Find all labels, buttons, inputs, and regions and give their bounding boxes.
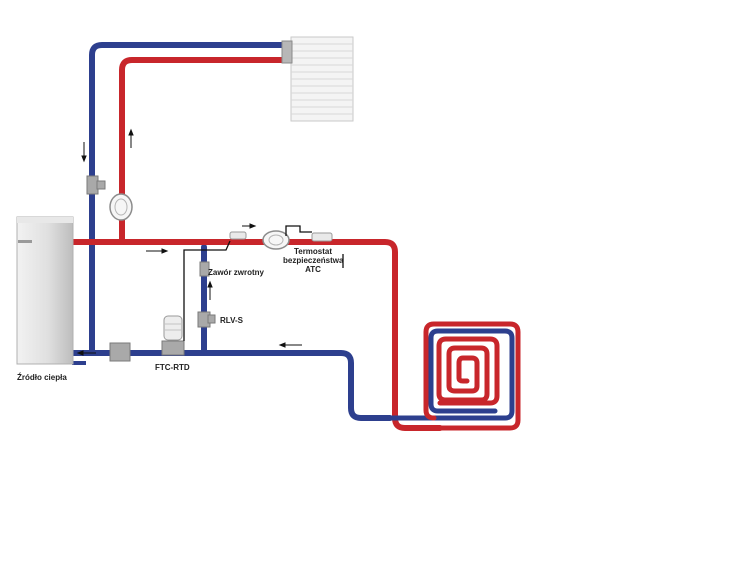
riser-pump [109, 193, 133, 221]
thermostat-label-line3: ATC [305, 265, 321, 274]
main-pump [262, 230, 290, 250]
flow-arrows [76, 128, 302, 356]
radiator-valve [281, 40, 293, 64]
thermostat-label: Termostat bezpieczeństwa ATC [283, 247, 343, 274]
supply-riser [119, 57, 296, 245]
check-valve-body [199, 261, 210, 277]
underfloor-supply-spiral [423, 321, 521, 431]
supply-pipes [69, 57, 443, 431]
arrow-up-supply-riser [128, 128, 134, 148]
arrow-right-thermostat [242, 223, 257, 229]
ftc-valve-label: FTC-RTD [155, 363, 190, 372]
riser-tee-fitting [86, 175, 99, 195]
arrow-down-return-riser [81, 142, 87, 163]
arrow-up-check-valve [207, 280, 213, 300]
supply-main [69, 239, 443, 431]
riser-tee-branch [96, 180, 106, 190]
ftc-thermostatic-head [163, 315, 183, 341]
thermostat-wire [285, 225, 344, 268]
check-valve-label: Zawór zwrotny [208, 268, 265, 277]
thermostat-label-line1: Termostat [293, 247, 333, 256]
heat-source-boiler [16, 216, 74, 365]
return-main-bottom [69, 350, 393, 421]
ftc-capillary-line [183, 240, 231, 341]
arrow-right-supply-main [146, 248, 169, 254]
underfloor-return-coil [387, 328, 515, 421]
bottom-tee-fitting [109, 342, 131, 362]
thermostat-label-line2: bezpieczeństwa [283, 256, 344, 265]
arrow-left-return-main [278, 342, 302, 348]
underfloor-heating-loop [387, 321, 521, 431]
heat-source-label: Źródło ciepła [17, 373, 67, 382]
radiator [281, 36, 354, 122]
arrow-left-boiler-return [76, 350, 96, 356]
rlv-valve-cap [207, 314, 216, 324]
ftc-valve-body [161, 340, 185, 356]
rlv-valve-label: RLV-S [220, 316, 243, 325]
supply-sensor-fittings [229, 231, 333, 242]
return-riser-left [89, 42, 296, 354]
